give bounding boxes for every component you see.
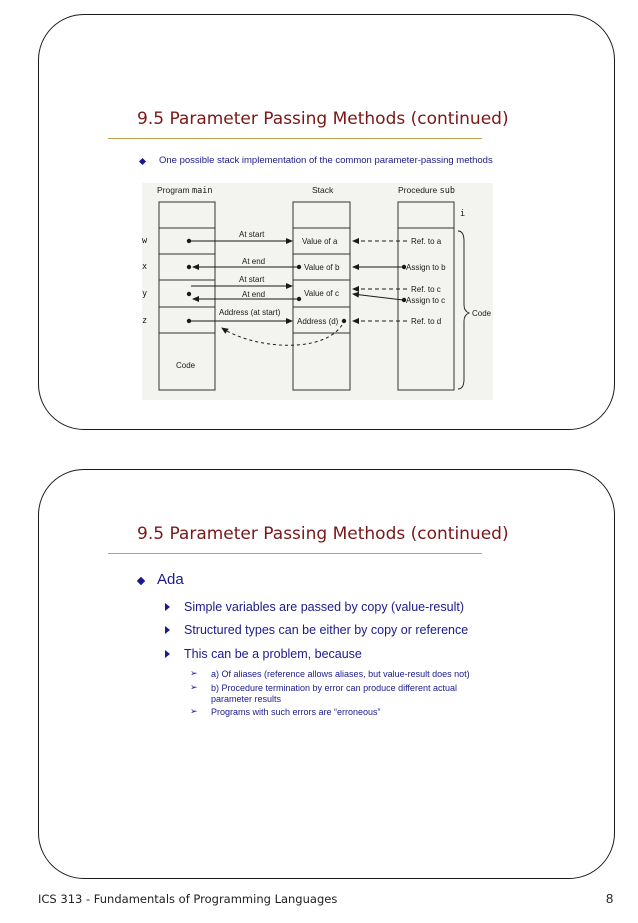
main-column <box>158 201 216 391</box>
var-i-label: i <box>460 209 465 219</box>
header-main: Program <box>157 185 192 195</box>
stack-diagram: Program main Stack Procedure sub w x y z… <box>142 183 493 400</box>
var-x-label: x <box>142 262 147 272</box>
arrow-assign-c <box>352 291 404 301</box>
stack-dot-b <box>296 264 302 270</box>
var-y-label: y <box>142 289 147 299</box>
sub-sub-bullet-2-continuation: parameter results <box>211 694 282 704</box>
header-stack: Stack <box>312 185 334 195</box>
var-z-label: z <box>142 316 147 326</box>
label-at-end-1: At end <box>242 257 265 266</box>
label-address-at-start: Address (at start) <box>219 308 281 317</box>
sub-sub-bullet-2-icon: ➢ <box>190 683 198 693</box>
slide-1-title-rule <box>108 138 482 139</box>
header-main-code: main <box>192 186 212 196</box>
sub-bullet-1-text: Simple variables are passed by copy (val… <box>184 600 464 614</box>
dashed-curve-z <box>221 324 343 346</box>
sub-bullet-2-text: Structured types can be either by copy o… <box>184 623 469 637</box>
sub-sub-bullet-1-text: a) Of aliases (reference allows aliases,… <box>211 669 470 679</box>
stack-dot-d <box>341 318 347 324</box>
label-at-end-2: At end <box>242 290 265 299</box>
slide-1-title: 9.5 Parameter Passing Methods (continued… <box>137 109 509 129</box>
label-at-start-2: At start <box>239 275 265 284</box>
main-dot-z <box>186 318 192 324</box>
ada-heading: Ada <box>157 571 184 588</box>
svg-text:Program main: Program main <box>157 185 212 196</box>
slide-2-title: 9.5 Parameter Passing Methods (continued… <box>137 524 509 544</box>
stack-diagram-svg: Program main Stack Procedure sub w x y z… <box>142 185 492 391</box>
label-at-start-1: At start <box>239 230 265 239</box>
sub-bullet-1-icon <box>165 603 170 611</box>
code-brace <box>457 230 471 390</box>
main-dot-w <box>186 238 192 244</box>
proc-code-label: Code <box>472 309 492 318</box>
stack-address-d: Address (d) <box>297 317 339 326</box>
slide-2-title-rule <box>108 553 482 554</box>
svg-text:Procedure sub: Procedure sub <box>398 185 455 196</box>
proc-column <box>397 201 455 391</box>
sub-bullet-3-text: This can be a problem, because <box>184 647 362 661</box>
proc-ref-d: Ref. to d <box>411 317 441 326</box>
stack-column <box>292 201 351 391</box>
proc-ref-c: Ref. to c <box>411 285 441 294</box>
header-proc-code: sub <box>440 186 455 196</box>
footer-page-number: 8 <box>606 891 614 906</box>
header-proc: Procedure <box>398 185 440 195</box>
stack-value-b: Value of b <box>304 263 340 272</box>
proc-dot-b <box>401 264 407 270</box>
sub-bullet-3-icon <box>165 650 170 658</box>
stack-dot-c <box>296 296 302 302</box>
slide-2 <box>38 469 615 879</box>
proc-assign-c: Assign to c <box>406 296 445 305</box>
main-dot-y <box>186 291 192 297</box>
sub-sub-bullet-1-icon: ➢ <box>190 669 198 679</box>
sub-sub-bullet-2-text: b) Procedure termination by error can pr… <box>211 683 457 693</box>
slide-1-bullet-text: One possible stack implementation of the… <box>159 155 493 166</box>
stack-value-a: Value of a <box>302 237 338 246</box>
sub-sub-bullet-3-icon: ➢ <box>190 707 198 717</box>
main-code-label: Code <box>176 361 196 370</box>
sub-bullet-2-icon <box>165 626 170 634</box>
proc-ref-a: Ref. to a <box>411 237 442 246</box>
footer-course: ICS 313 - Fundamentals of Programming La… <box>38 892 338 906</box>
proc-dot-c <box>401 297 407 303</box>
var-w-label: w <box>142 236 148 246</box>
stack-value-c: Value of c <box>304 289 339 298</box>
main-dot-x <box>186 264 192 270</box>
proc-assign-b: Assign to b <box>406 263 446 272</box>
sub-sub-bullet-3-text: Programs with such errors are “erroneous… <box>211 707 381 717</box>
